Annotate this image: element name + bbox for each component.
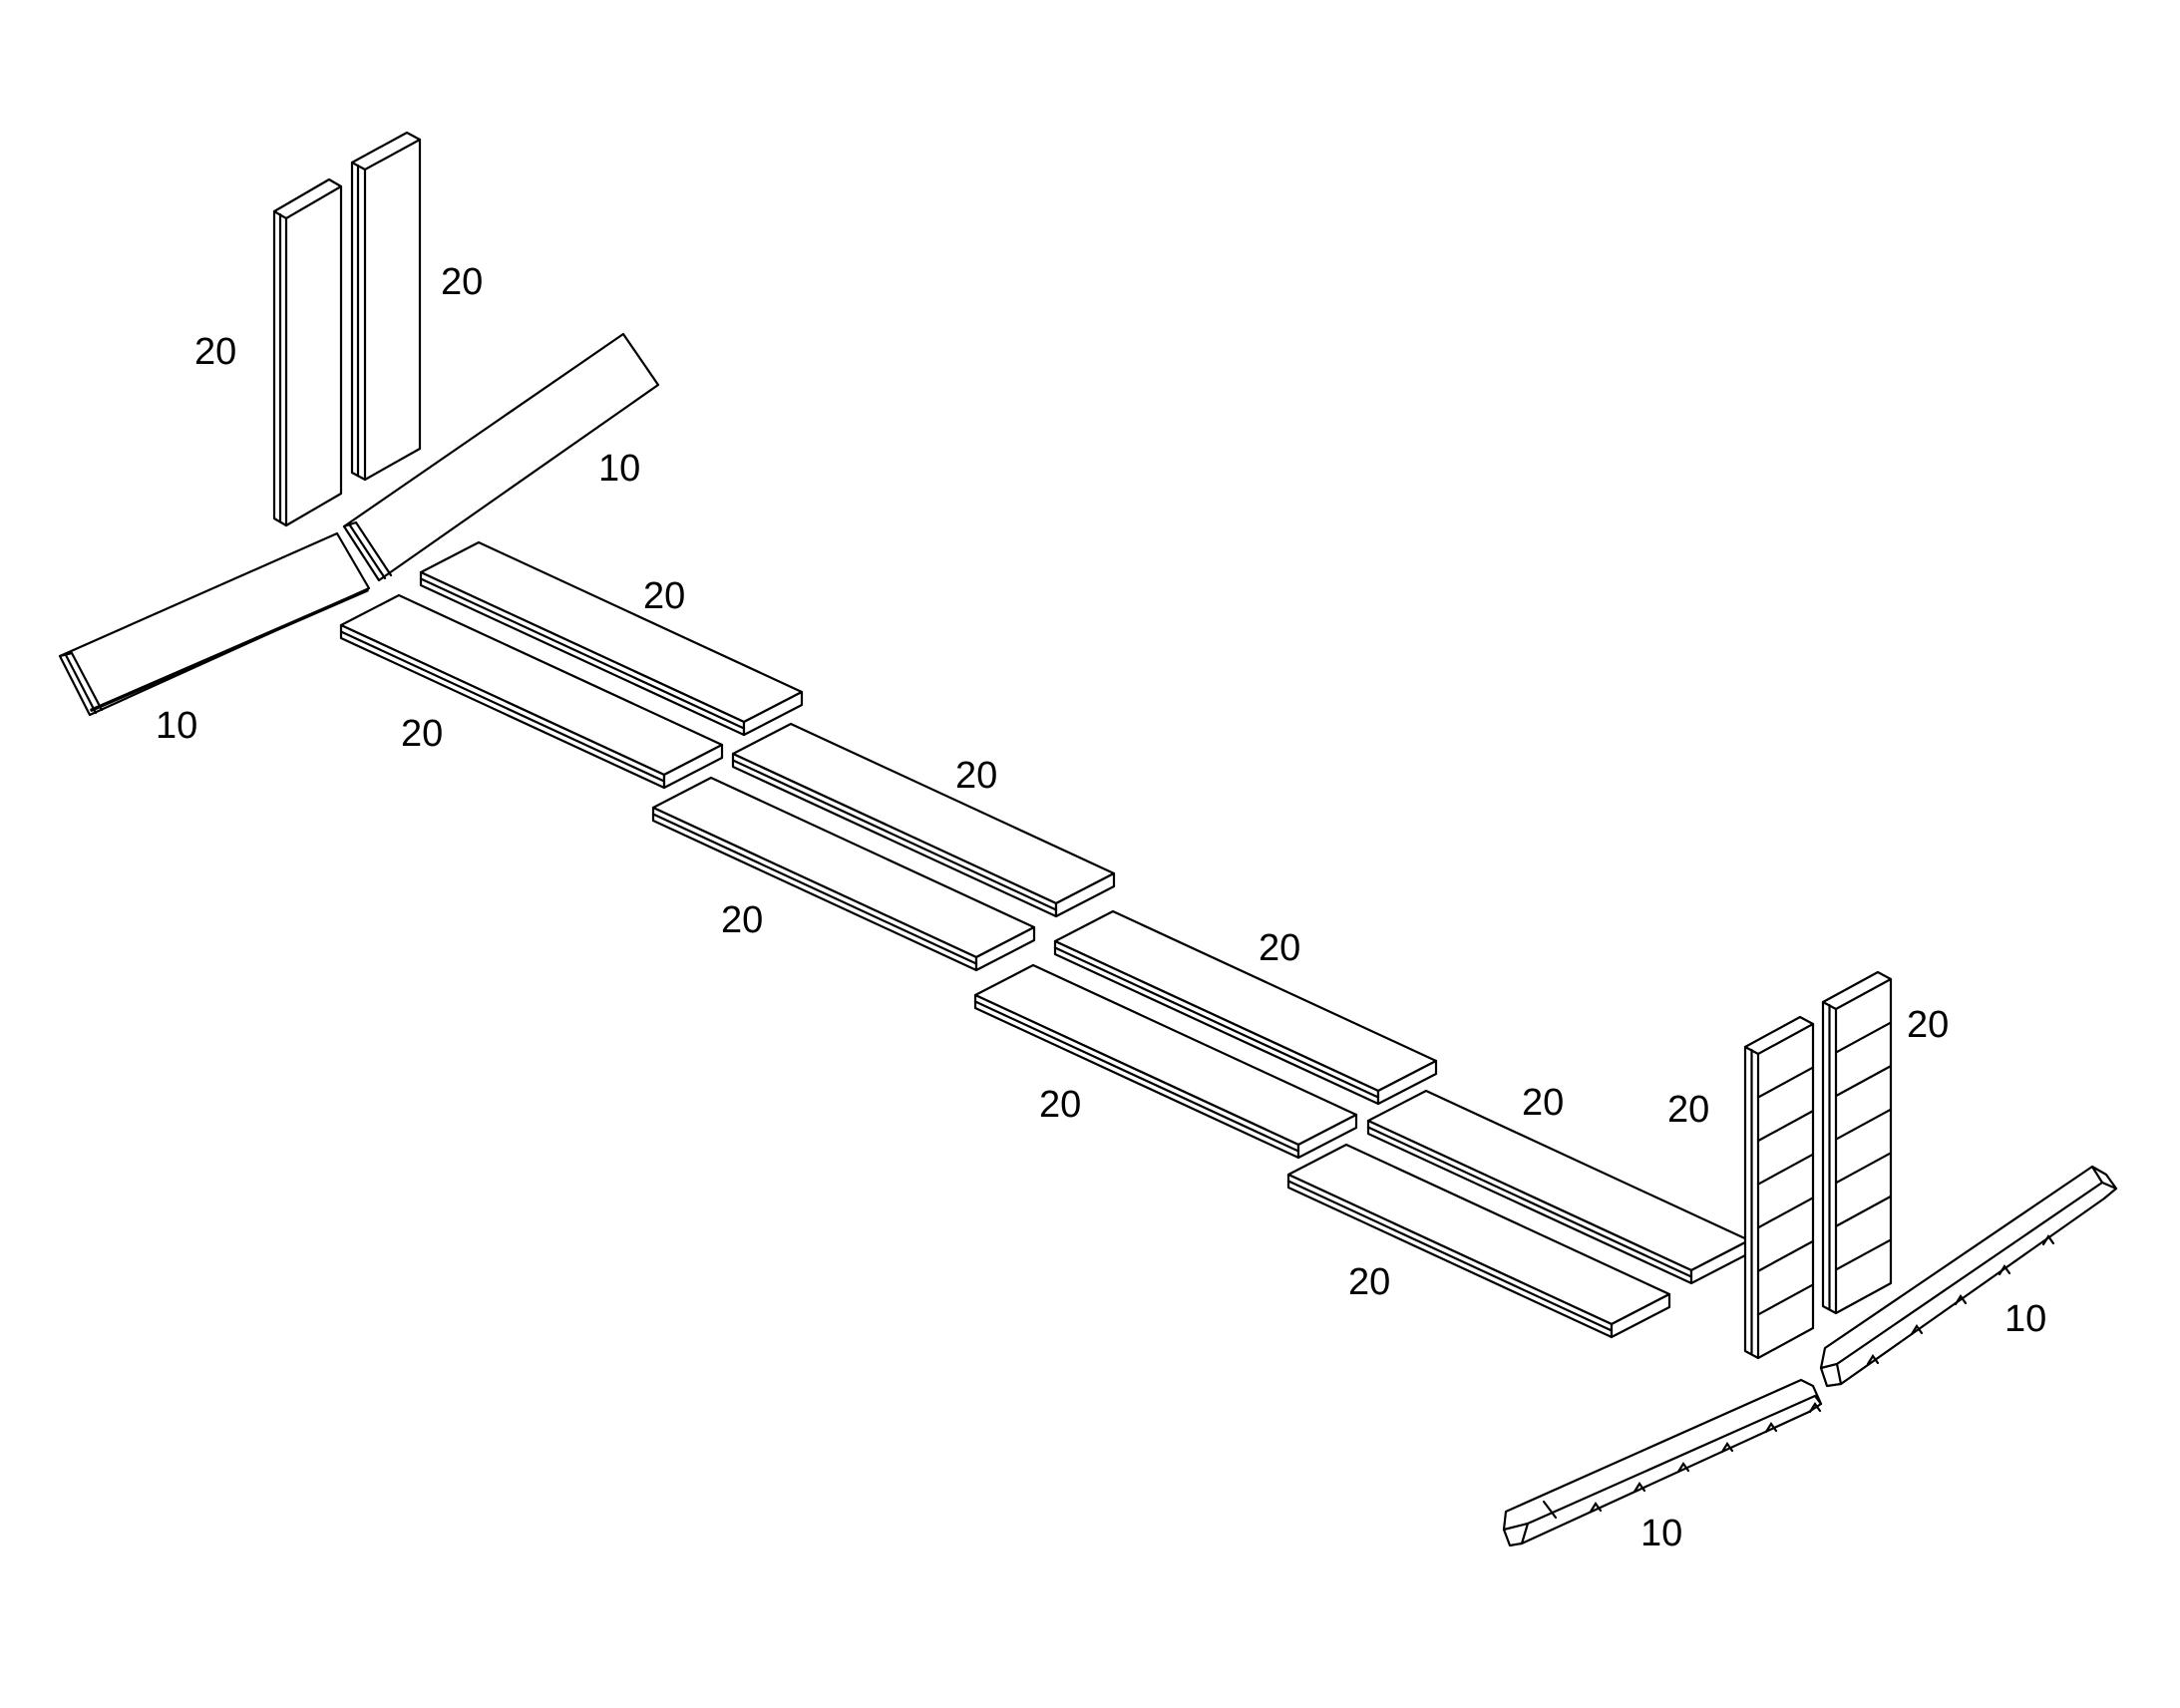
- vertical-board-left-b: [350, 131, 422, 482]
- flat-board-row1-front: [339, 593, 724, 790]
- label-row4-front: 20: [1348, 1261, 1390, 1303]
- label-angled-board-upper-left: 10: [598, 448, 640, 490]
- vertical-segmented-board-right-a: [1743, 1015, 1815, 1360]
- notch-mark: [2041, 1234, 2055, 1246]
- angled-board-lower-right: [1502, 1378, 1823, 1547]
- vertical-board-left-a: [272, 177, 343, 527]
- angled-board-upper-right: [1819, 1165, 2118, 1388]
- angled-board-lower-left: [58, 531, 371, 717]
- flat-board-row2-back: [731, 722, 1116, 918]
- flat-board-row1-back: [419, 540, 804, 737]
- label-row2-front: 20: [721, 899, 763, 941]
- notch-mark: [1954, 1294, 1968, 1306]
- flat-board-row3-back: [1053, 909, 1438, 1106]
- vertical-segmented-board-right-b: [1821, 970, 1893, 1315]
- label-row1-back: 20: [643, 575, 685, 617]
- notch-marks-upper: [1866, 1234, 2055, 1366]
- notch-mark: [1676, 1462, 1690, 1474]
- label-vertical-board-left-a: 20: [194, 331, 236, 373]
- notch-mark: [1910, 1324, 1924, 1336]
- notch-mark: [1589, 1502, 1603, 1514]
- flat-boards-group: [339, 540, 1751, 1339]
- label-angled-board-lower-right: 10: [1640, 1513, 1682, 1554]
- label-angled-board-lower-left: 10: [156, 705, 197, 747]
- label-angled-board-upper-right: 10: [2004, 1298, 2046, 1340]
- label-right-vertical-a: 20: [1667, 1089, 1709, 1131]
- label-row3-front: 20: [1039, 1084, 1081, 1126]
- notch-mark: [1633, 1482, 1646, 1494]
- notch-mark: [1808, 1402, 1822, 1414]
- angled-board-upper-left: [342, 332, 660, 582]
- flat-board-row3-front: [973, 963, 1358, 1160]
- notch-mark: [1998, 1264, 2011, 1276]
- label-right-vertical-b: 20: [1907, 1004, 1949, 1046]
- notch-mark: [1866, 1354, 1880, 1366]
- flat-board-row4-back: [1366, 1089, 1751, 1285]
- label-row4-back: 20: [1522, 1082, 1564, 1124]
- flat-board-row2-front: [651, 776, 1036, 972]
- notch-mark: [1720, 1442, 1734, 1454]
- label-vertical-board-left-b: 20: [441, 261, 483, 303]
- label-row1-front: 20: [401, 713, 443, 755]
- flat-board-row4-front: [1286, 1143, 1671, 1339]
- notch-marks-lower: [1589, 1402, 1822, 1514]
- label-row3-back: 20: [1259, 927, 1300, 969]
- right-vertical-boards-group: [1743, 970, 1893, 1360]
- notch-mark: [1764, 1422, 1778, 1434]
- label-row2-back: 20: [955, 755, 997, 797]
